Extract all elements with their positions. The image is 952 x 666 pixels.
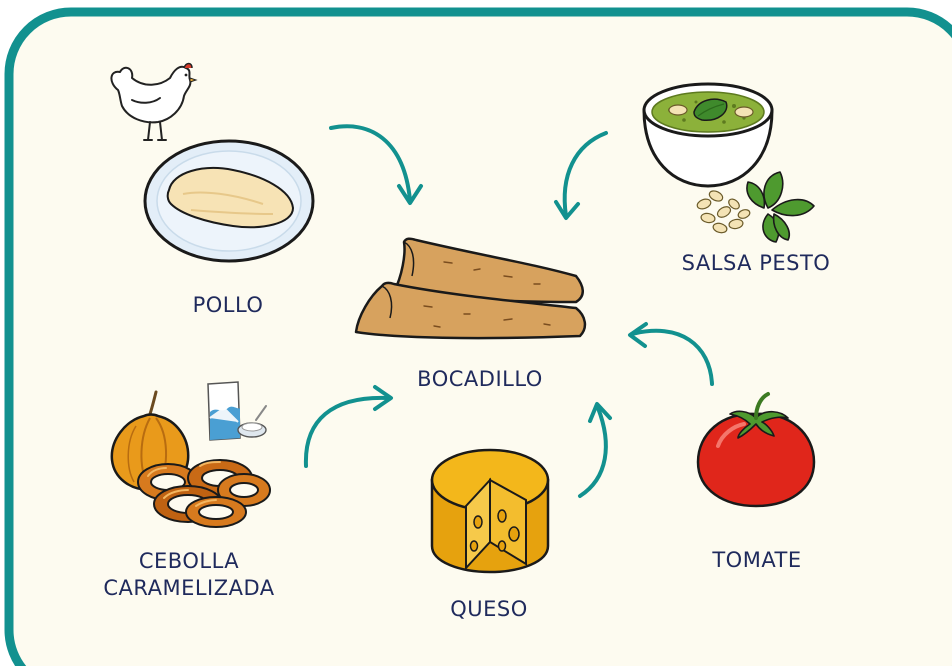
ingredient-label-tomate: TOMATE: [712, 548, 802, 572]
arrow-head-cebolla: [373, 385, 393, 411]
ingredient-label-queso: QUESO: [450, 597, 528, 621]
center-label-bocadillo: BOCADILLO: [417, 367, 543, 391]
caramelized-onion-icon: [110, 390, 271, 528]
cheese-wheel-icon: [430, 448, 550, 574]
chicken-icon: [110, 62, 198, 141]
arrow-pesto-to-bocadillo: [562, 131, 608, 218]
ingredient-label-salsa-pesto: SALSA PESTO: [681, 251, 831, 275]
arrow-head-pollo: [397, 184, 423, 205]
arrow-head-pesto: [554, 200, 580, 220]
arrow-tomate-to-bocadillo: [630, 328, 714, 386]
arrow-pollo-to-bocadillo: [329, 124, 412, 202]
chicken-breast-icon: [143, 139, 315, 263]
arrow-cebolla-to-bocadillo: [303, 395, 390, 468]
basil-pine-nuts-icon: [696, 171, 815, 243]
ingredient-label-cebolla-line2: CARAMELIZADA: [103, 576, 275, 601]
arrow-queso-to-bocadillo: [578, 406, 608, 498]
pesto-bowl-icon: [642, 82, 774, 188]
bread-icon: [354, 237, 587, 340]
ingredient-label-cebolla-line1: CEBOLLA: [138, 549, 240, 573]
arrow-head-queso: [588, 402, 612, 423]
ingredient-label-cebolla: CEBOLLA CARAMELIZADA: [70, 548, 308, 603]
arrow-head-tomate: [628, 322, 648, 348]
ingredient-label-pollo: POLLO: [192, 293, 264, 317]
tomato-icon: [696, 392, 816, 508]
sugar-bag-icon: [207, 381, 267, 441]
